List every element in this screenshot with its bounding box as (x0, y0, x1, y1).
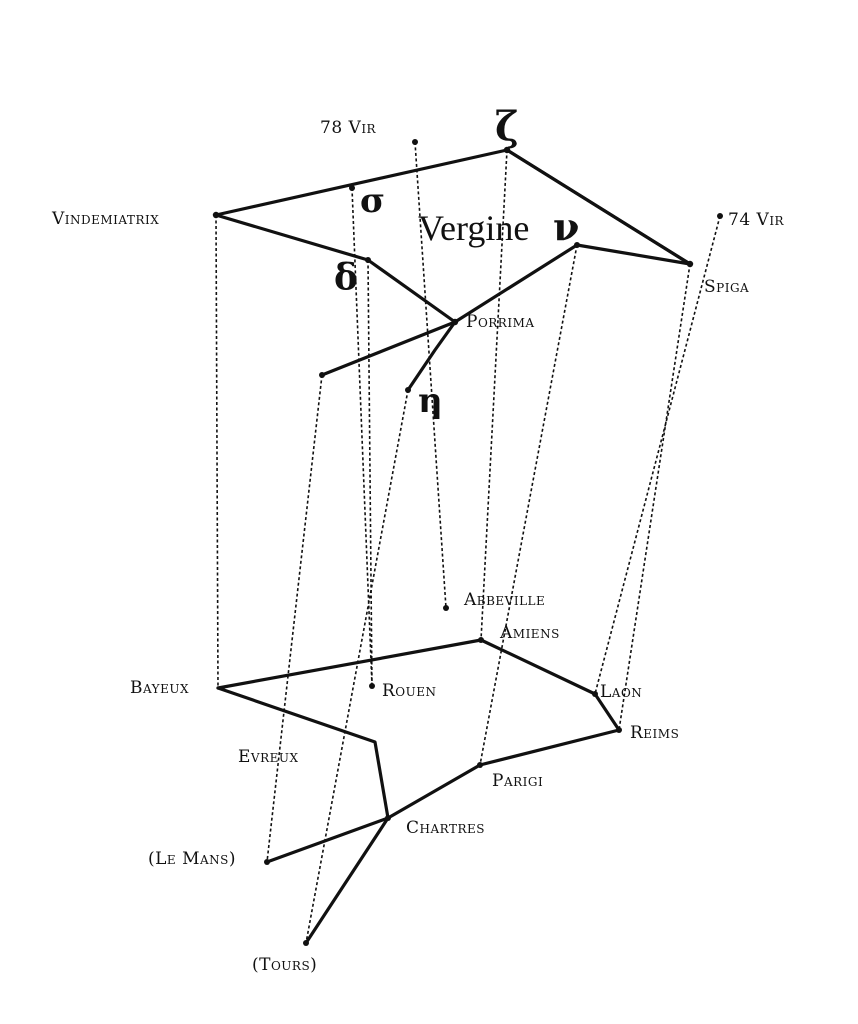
star-label-vindemiatrix: Vindemiatrix (51, 209, 159, 229)
star-dot-zeta (503, 146, 511, 154)
city-dot-reims (616, 727, 622, 733)
star-dot-delta (365, 257, 371, 263)
city-dot-abbeville (443, 605, 449, 611)
city-dot-parigi (477, 762, 483, 768)
star-dot-vindemiatrix (212, 211, 220, 219)
city-label-bayeux: Bayeux (130, 678, 189, 698)
city-dot-lemans (264, 859, 270, 865)
edge-bayeux-amiens (216, 638, 483, 690)
proj-nu-parigi (479, 244, 578, 766)
star-labels: ζ 78 Vir σ Vindemiatrix δ ν 74 Vir Spiga… (51, 103, 785, 421)
proj-delta-rouen (367, 259, 373, 687)
star-label-eta: η (418, 381, 443, 421)
city-labels: Abbeville Amiens Bayeux Rouen Laon Reims… (130, 590, 679, 975)
edge-chartres-tours (304, 816, 390, 945)
city-label-chartres: Chartres (406, 818, 485, 838)
star-label-nu: ν (553, 204, 579, 249)
constellation-porrima-gamma (320, 320, 457, 377)
star-label-porrima: Porrima (466, 312, 535, 332)
city-label-evreux: Evreux (238, 747, 299, 767)
city-dot-rouen (369, 683, 375, 689)
star-dot-nu (574, 242, 580, 248)
city-dot-tours (303, 940, 309, 946)
city-label-amiens: Amiens (499, 623, 560, 643)
constellation-lines (214, 148, 692, 392)
star-dot-78vir (412, 139, 418, 145)
edge-chartres-lemans (265, 816, 390, 864)
constellation-zeta-spiga (505, 148, 692, 266)
star-label-delta: δ (334, 257, 358, 299)
star-label-zeta: ζ (495, 103, 519, 150)
star-dots (212, 139, 723, 393)
proj-74vir-laon (594, 215, 721, 695)
diagram-title: Vergine (418, 208, 529, 248)
star-label-sigma: σ (360, 181, 385, 221)
edge-bayeux-evreux-chartres (216, 686, 390, 820)
proj-spiga-reims (618, 263, 691, 731)
city-label-abbeville: Abbeville (463, 590, 545, 610)
city-dot-laon (592, 691, 598, 697)
proj-zeta-amiens (480, 149, 508, 641)
city-dot-amiens (478, 637, 484, 643)
star-dot-eta (405, 387, 411, 393)
city-label-rouen: Rouen (382, 681, 437, 701)
proj-gamma-lemans (266, 374, 323, 863)
star-label-74vir: 74 Vir (728, 210, 785, 230)
star-label-spiga: Spiga (704, 277, 749, 297)
edge-amiens-reims (479, 638, 621, 732)
city-label-tours: (Tours) (252, 955, 317, 975)
city-dots (264, 605, 622, 946)
star-dot-porrima (451, 318, 459, 326)
constellation-porrima-eta (406, 320, 457, 392)
proj-78vir-abbeville (414, 141, 447, 609)
proj-eta-tours (305, 389, 409, 944)
city-label-parigi: Parigi (492, 771, 543, 791)
star-dot-sigma (349, 185, 355, 191)
star-dot-gamma (319, 372, 325, 378)
city-label-reims: Reims (630, 723, 679, 743)
constellation-porrima-nu-spiga (453, 243, 692, 324)
star-dot-spiga (686, 260, 694, 268)
city-dot-chartres (385, 815, 391, 821)
proj-vindemiatrix-bayeux (215, 214, 219, 689)
star-dot-74vir (717, 213, 723, 219)
projection-lines (215, 141, 721, 944)
city-label-lemans: (Le Mans) (148, 849, 236, 869)
city-label-laon: Laon (600, 682, 642, 702)
star-label-78vir: 78 Vir (320, 118, 377, 138)
